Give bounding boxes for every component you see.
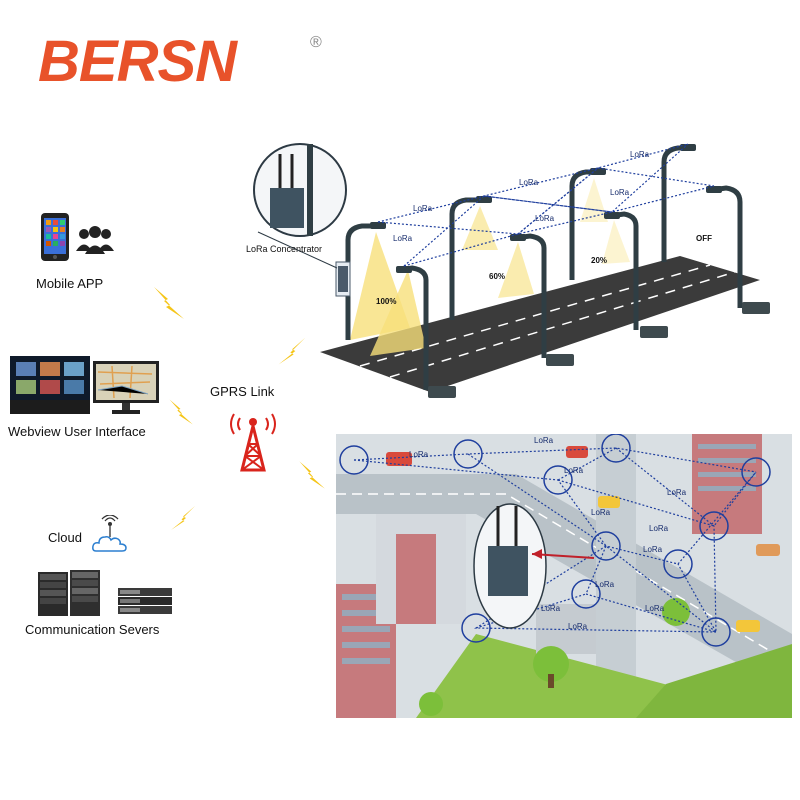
- lora-link-label: LoRa: [541, 604, 561, 613]
- lora-link-label: LoRa: [645, 604, 665, 613]
- gprs-link-label: GPRS Link: [210, 384, 275, 399]
- lora-link-label: LoRa: [610, 188, 630, 197]
- users-icon: [74, 225, 116, 255]
- city-map-illustration: [336, 433, 793, 718]
- smartphone-icon: [40, 212, 70, 262]
- lora-link-label: LoRa: [519, 178, 539, 187]
- lora-link-label: LoRa: [535, 214, 555, 223]
- lora-concentrator-label: LoRa Concentrator: [246, 244, 323, 254]
- mobile-app-label: Mobile APP: [36, 276, 104, 291]
- server-icon: [36, 568, 176, 618]
- lora-link-label: LoRa: [649, 524, 669, 533]
- monitor-icon: [92, 360, 160, 416]
- lora-link-label: LoRa: [393, 234, 413, 243]
- dimming-level-60: 60%: [489, 272, 506, 281]
- lightning-icon: [154, 287, 184, 319]
- registered-mark: ®: [310, 34, 322, 51]
- lightning-icon: [169, 399, 193, 425]
- lightning-icon: [171, 506, 195, 530]
- dimming-level-off: OFF: [696, 234, 712, 243]
- lora-link-label: LoRa: [409, 450, 429, 459]
- lora-link-label: LoRa: [643, 545, 663, 554]
- dimming-level-100: 100%: [376, 297, 397, 306]
- lora-link-label: LoRa: [568, 622, 588, 631]
- dimming-level-20: 20%: [591, 256, 608, 265]
- lightning-icon: [278, 337, 306, 365]
- brand-name: BERSN: [38, 29, 237, 94]
- brand-logo: BERSN ®: [38, 29, 322, 94]
- lora-link-label: LoRa: [667, 488, 687, 497]
- road: [320, 256, 760, 392]
- cloud-icon: [90, 514, 130, 555]
- control-room-image: [10, 356, 90, 414]
- lora-link-label: LoRa: [630, 150, 650, 159]
- lora-link-label: LoRa: [564, 466, 584, 475]
- lora-link-label: LoRa: [534, 436, 554, 445]
- lora-link-label: LoRa: [413, 204, 433, 213]
- servers-label: Communication Severs: [25, 622, 160, 637]
- antenna-tower-icon: [228, 404, 278, 472]
- lora-link-label: LoRa: [595, 580, 615, 589]
- lightning-icon: [299, 461, 325, 489]
- webview-label: Webview User Interface: [8, 424, 146, 439]
- street-light-scene: [240, 130, 800, 420]
- cloud-label: Cloud: [48, 530, 82, 545]
- lora-link-label: LoRa: [591, 508, 611, 517]
